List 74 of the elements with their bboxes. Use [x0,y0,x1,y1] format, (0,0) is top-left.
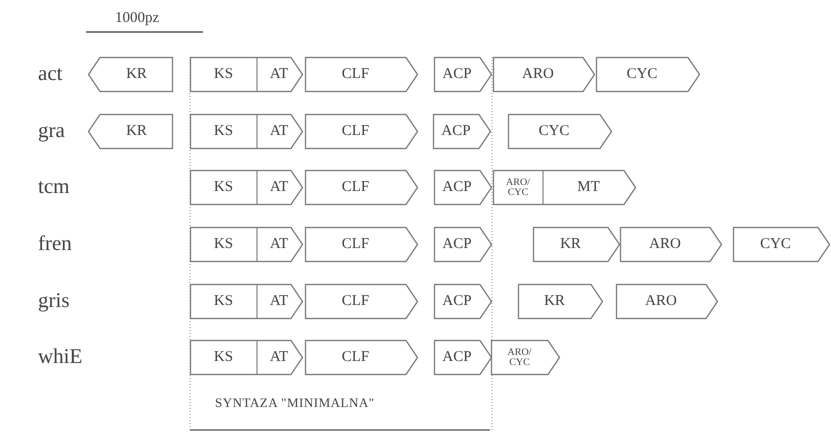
gene-segment [190,57,303,92]
gene-label: MT [577,179,600,196]
gene-label: KS [214,179,234,196]
gene-label: CYC [538,123,570,140]
region-label: SYNTAZA "MINIMALNA" [215,395,375,411]
gene-label: ARO/ CYC [505,178,531,198]
gene-segment [616,284,718,319]
gene-segment [434,227,492,262]
gene-segment [491,340,560,375]
gene-label: ACP [442,66,472,83]
gene-segment [88,114,173,149]
gene-label: CYC [760,236,791,253]
gene-segment [190,170,303,205]
gene-label: KR [126,66,147,83]
gene-label: AT [270,293,288,310]
gene-label: KS [214,123,234,140]
gene-label: AT [270,236,288,253]
cluster-label: whiE [38,344,82,368]
gene-segment [493,57,595,92]
gene-segment [508,114,612,149]
gene-label: KR [560,236,581,253]
scale-label: 1000pz [115,10,160,27]
gene-label: KS [214,349,234,366]
gene-segment [190,227,303,262]
gene-segment [596,57,700,92]
gene-segment [733,227,830,262]
gene-segment [190,340,303,375]
gene-label: CLF [342,293,370,310]
gene-label: ACP [441,123,471,140]
cluster-label: act [38,60,62,86]
gene-segment [533,227,620,262]
gene-label: KS [214,293,234,310]
cluster-label: fren [38,230,72,256]
gene-segment [433,114,491,149]
gene-label: ACP [442,236,472,253]
gene-label: ARO/ CYC [506,348,532,368]
gene-label: KS [214,66,234,83]
gene-label: KR [544,293,565,310]
gene-label: CLF [342,236,370,253]
gene-segment [305,284,418,319]
gene-label: CLF [342,66,370,83]
gene-segment [434,340,492,375]
gene-label: CYC [626,66,658,83]
gene-segment [620,227,722,262]
gene-label: ACP [442,293,472,310]
gene-label: AT [270,123,288,140]
gene-label: ACP [442,349,472,366]
gene-label: KR [126,123,147,140]
gene-label: CLF [342,123,370,140]
cluster-label: tcm [38,174,70,198]
gene-label: AT [270,349,288,366]
gene-label: KS [214,236,234,253]
gene-label: ACP [442,179,472,196]
gene-segment [434,284,492,319]
gene-segment [305,114,418,149]
gene-label: CLF [342,349,370,366]
gene-label: ARO [645,293,677,310]
gene-label: AT [270,66,288,83]
gene-label: ARO [649,236,681,253]
gene-segment [434,57,492,92]
gene-label: CLF [342,179,370,196]
gene-segment [190,284,303,319]
gene-segment [88,57,173,92]
cluster-label: gra [38,118,65,142]
cluster-label: gris [38,288,70,312]
gene-segment [434,170,492,205]
gene-segment [305,170,418,205]
gene-segment [305,57,418,92]
gene-label: ARO [522,66,554,83]
gene-label: AT [270,179,288,196]
gene-segment [190,114,303,149]
gene-segment [305,227,418,262]
gene-segment [518,284,603,319]
gene-segment [305,340,418,375]
